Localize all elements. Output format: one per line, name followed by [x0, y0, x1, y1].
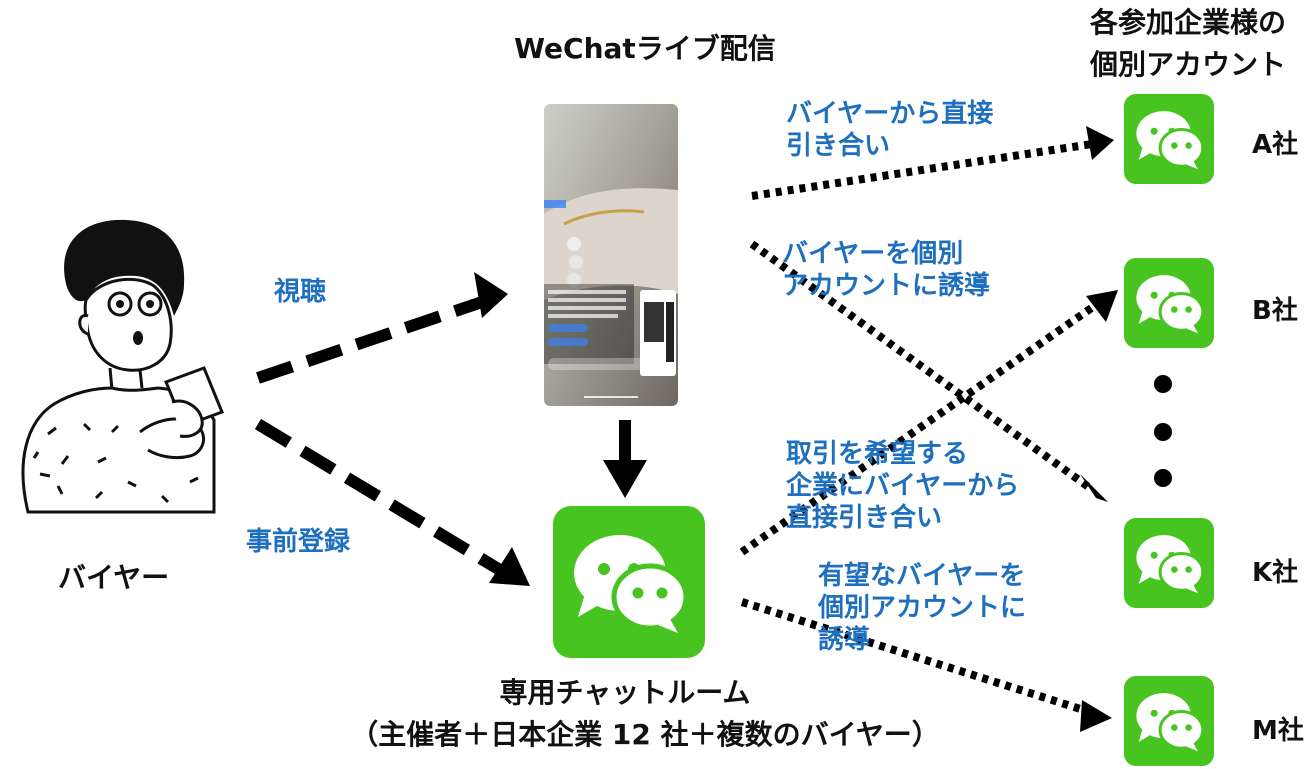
live-title: WeChatライブ配信: [514, 32, 776, 65]
company-m-wechat-icon: [1124, 676, 1214, 766]
company-a-wechat-icon: [1124, 94, 1214, 184]
live-stream-screenshot: [544, 104, 678, 406]
note-guide-line2: アカウントに誘導: [782, 271, 991, 301]
arrow-view: [256, 272, 508, 384]
arrow-chat-to-m: [740, 598, 1112, 732]
chatroom-label-line2: （主催者＋日本企業 12 社＋複数のバイヤー）: [350, 718, 940, 751]
ellipsis-dot: [1154, 423, 1172, 441]
company-b-label: B社: [1252, 296, 1298, 326]
chatroom-wechat-icon: [553, 506, 705, 658]
company-b-wechat-icon: [1124, 258, 1214, 348]
note-promising-line2: 個別アカウントに: [818, 593, 1027, 623]
company-a-label: A社: [1252, 130, 1299, 160]
live-stream-image: [544, 104, 678, 406]
accounts-title-line1: 各参加企業様の: [1089, 6, 1286, 39]
company-k-wechat-icon: [1124, 518, 1214, 608]
label-preregister: 事前登録: [246, 527, 351, 557]
note-direct: バイヤーから直接 引き合い: [786, 98, 993, 162]
arrow-chat-to-b: [739, 290, 1118, 556]
note-guide-line1: バイヤーを個別: [782, 239, 964, 269]
note-direct-line2: 引き合い: [786, 131, 891, 161]
arrow-live-to-a: [751, 126, 1114, 200]
note-promising: 有望なバイヤーを 個別アカウントに 誘導: [818, 560, 1026, 656]
note-promising-line1: 有望なバイヤーを: [818, 561, 1026, 591]
company-k-label: K社: [1252, 558, 1299, 588]
company-m-label: M社: [1252, 716, 1304, 746]
ellipsis-dot: [1154, 469, 1172, 487]
note-deal-line2: 企業にバイヤーから: [786, 471, 1020, 501]
note-promising-line3: 誘導: [818, 625, 871, 655]
arrow-preregister: [254, 418, 530, 586]
buyer-illustration: [21, 219, 224, 514]
buyer-label: バイヤー: [58, 561, 170, 594]
note-direct-line1: バイヤーから直接: [786, 99, 994, 129]
wechat-logo-icon: [574, 535, 689, 633]
arrow-live-to-k: [749, 240, 1108, 502]
label-view: 視聴: [274, 277, 327, 307]
note-deal: 取引を希望する 企業にバイヤーから 直接引き合い: [786, 438, 1019, 534]
note-deal-line3: 直接引き合い: [786, 503, 943, 533]
arrow-live-to-chat: [603, 420, 647, 498]
chatroom-label-line1: 専用チャットルーム: [499, 676, 751, 709]
note-deal-line1: 取引を希望する: [786, 439, 969, 469]
accounts-title-line2: 個別アカウント: [1089, 48, 1286, 81]
ellipsis-dot: [1154, 375, 1172, 393]
note-guide: バイヤーを個別 アカウントに誘導: [782, 238, 990, 302]
